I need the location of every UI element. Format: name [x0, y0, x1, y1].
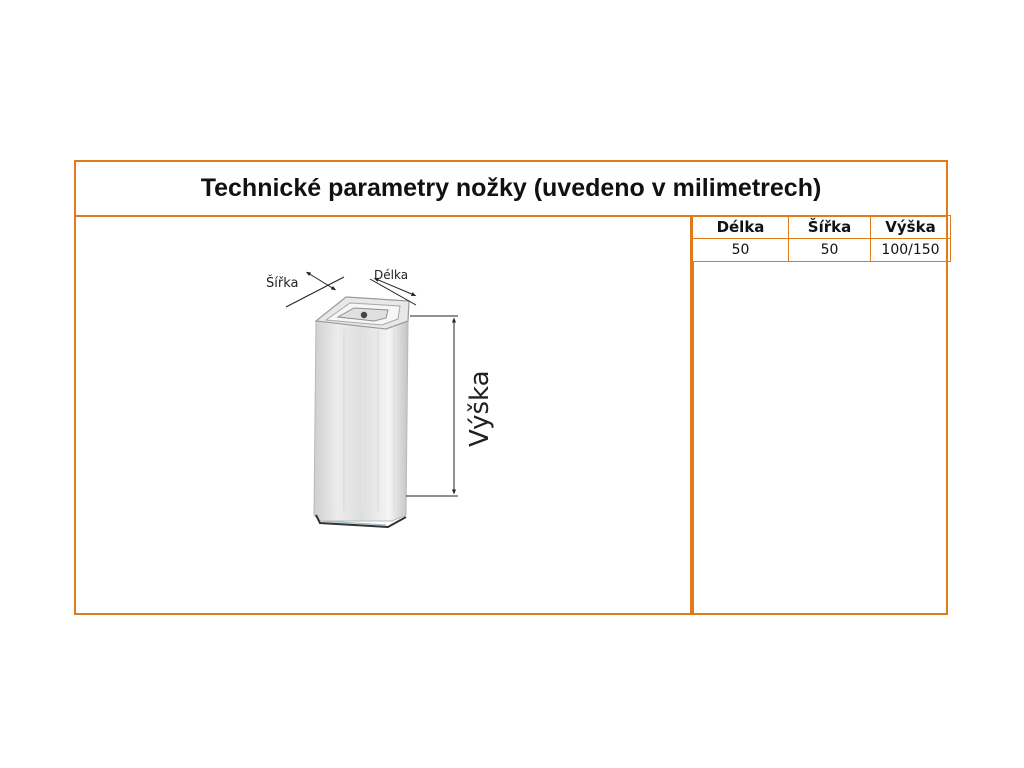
parameters-frame: Technické parametry nožky (uvedeno v mil… [74, 160, 951, 615]
width-arrow [305, 271, 337, 291]
spec-value-row: 50 50 100/150 [692, 238, 951, 262]
header-height: Výška [870, 215, 951, 239]
title-row: Technické parametry nožky (uvedeno v mil… [76, 162, 946, 217]
spec-area: Délka Šířka Výška 50 50 100/150 [692, 215, 951, 613]
length-label: Délka [374, 268, 408, 282]
document-title: Technické parametry nožky (uvedeno v mil… [200, 174, 822, 202]
value-width: 50 [788, 238, 871, 262]
width-label: Šířka [266, 275, 298, 291]
value-height: 100/150 [870, 238, 951, 262]
furniture-leg-diagram: Šířka Délka Výška [266, 268, 495, 529]
spec-header-row: Délka Šířka Výška [692, 215, 951, 239]
spec-table: Délka Šířka Výška 50 50 100/150 [692, 215, 951, 262]
furniture-leg-shape [313, 296, 410, 529]
length-arrow [373, 278, 417, 296]
height-label: Výška [465, 370, 495, 447]
value-length: 50 [692, 238, 789, 262]
header-width: Šířka [788, 215, 871, 239]
header-length: Délka [692, 215, 789, 239]
product-image-cell: Šířka Délka Výška [76, 215, 692, 613]
spec-empty-cell [692, 262, 948, 613]
